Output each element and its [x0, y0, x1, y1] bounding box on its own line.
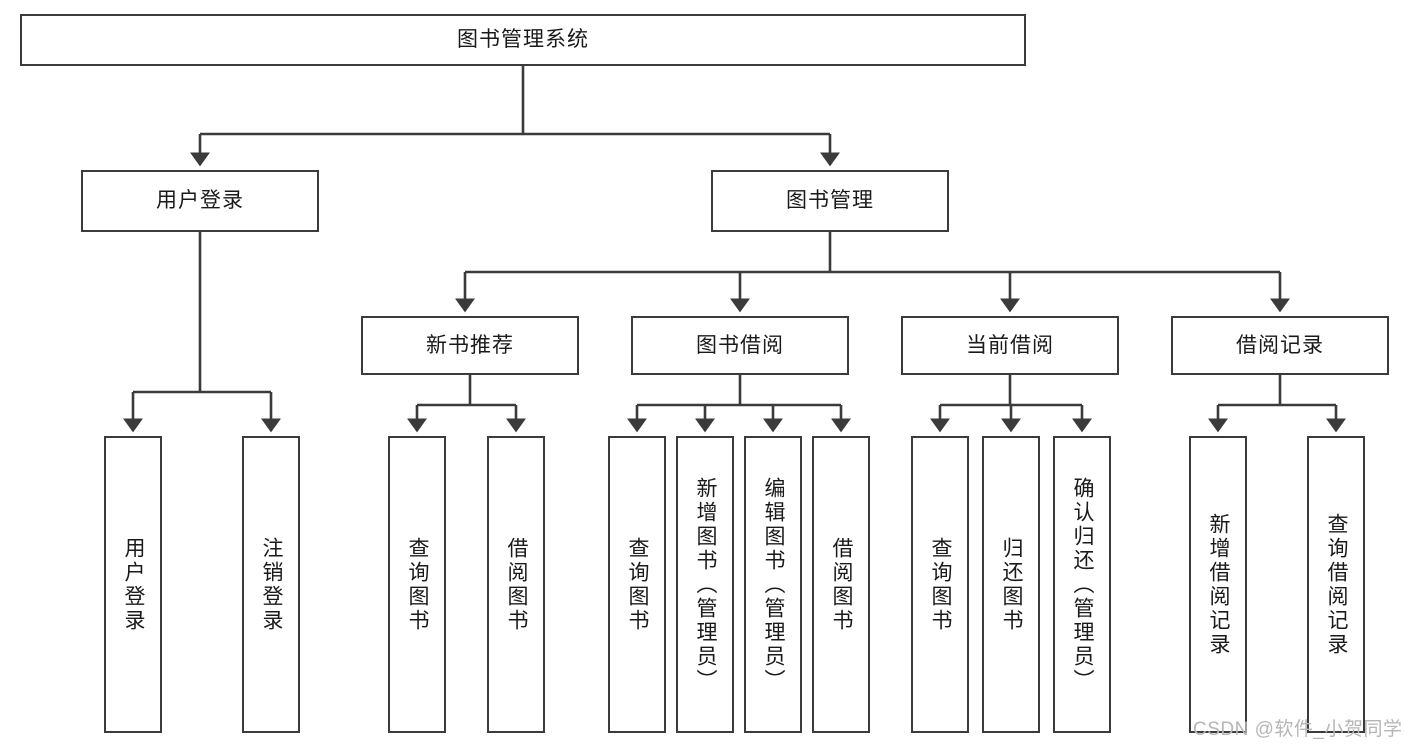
node-book-borrow[interactable]: 图书借阅 — [631, 316, 849, 375]
node-book-manage-label: 图书管理 — [786, 189, 874, 213]
node-leaf-query-book-1-label: 查询图书 — [406, 536, 429, 633]
node-leaf-add-record[interactable]: 新增借阅记录 — [1189, 436, 1247, 733]
node-borrow-record[interactable]: 借阅记录 — [1171, 316, 1389, 375]
node-leaf-query-book-2-label: 查询图书 — [626, 536, 649, 633]
node-leaf-edit-book[interactable]: 编辑图书（管理员） — [744, 436, 802, 733]
node-leaf-add-book-label: 新增图书（管理员） — [694, 476, 717, 693]
node-leaf-edit-book-label: 编辑图书（管理员） — [762, 476, 785, 693]
node-leaf-query-book-1[interactable]: 查询图书 — [388, 436, 446, 733]
node-leaf-borrow-book-2[interactable]: 借阅图书 — [812, 436, 870, 733]
node-leaf-borrow-book-1[interactable]: 借阅图书 — [487, 436, 545, 733]
node-leaf-user-login-label: 用户登录 — [122, 536, 145, 633]
node-new-book-rec-label: 新书推荐 — [426, 333, 514, 357]
node-leaf-user-logout-label: 注销登录 — [260, 536, 283, 633]
node-user-login[interactable]: 用户登录 — [81, 170, 319, 232]
node-leaf-user-logout[interactable]: 注销登录 — [242, 436, 300, 733]
node-leaf-query-book-2[interactable]: 查询图书 — [608, 436, 666, 733]
node-current-borrow[interactable]: 当前借阅 — [901, 316, 1119, 375]
node-root-label: 图书管理系统 — [457, 28, 589, 52]
node-book-borrow-label: 图书借阅 — [696, 333, 784, 357]
node-leaf-confirm-return[interactable]: 确认归还（管理员） — [1053, 436, 1111, 733]
node-book-manage[interactable]: 图书管理 — [711, 170, 949, 232]
node-leaf-confirm-return-label: 确认归还（管理员） — [1071, 476, 1094, 693]
node-borrow-record-label: 借阅记录 — [1236, 333, 1324, 357]
node-new-book-rec[interactable]: 新书推荐 — [361, 316, 579, 375]
node-leaf-return-book-label: 归还图书 — [1000, 536, 1023, 633]
node-current-borrow-label: 当前借阅 — [966, 333, 1054, 357]
node-leaf-borrow-book-1-label: 借阅图书 — [505, 536, 528, 633]
node-leaf-query-record-label: 查询借阅记录 — [1325, 512, 1348, 657]
node-leaf-borrow-book-2-label: 借阅图书 — [830, 536, 853, 633]
node-root[interactable]: 图书管理系统 — [20, 14, 1026, 66]
node-leaf-query-book-3[interactable]: 查询图书 — [911, 436, 969, 733]
node-leaf-add-book[interactable]: 新增图书（管理员） — [676, 436, 734, 733]
node-leaf-add-record-label: 新增借阅记录 — [1207, 512, 1230, 657]
node-user-login-label: 用户登录 — [156, 189, 244, 213]
node-leaf-query-record[interactable]: 查询借阅记录 — [1307, 436, 1365, 733]
node-leaf-query-book-3-label: 查询图书 — [929, 536, 952, 633]
node-leaf-user-login[interactable]: 用户登录 — [104, 436, 162, 733]
node-leaf-return-book[interactable]: 归还图书 — [982, 436, 1040, 733]
